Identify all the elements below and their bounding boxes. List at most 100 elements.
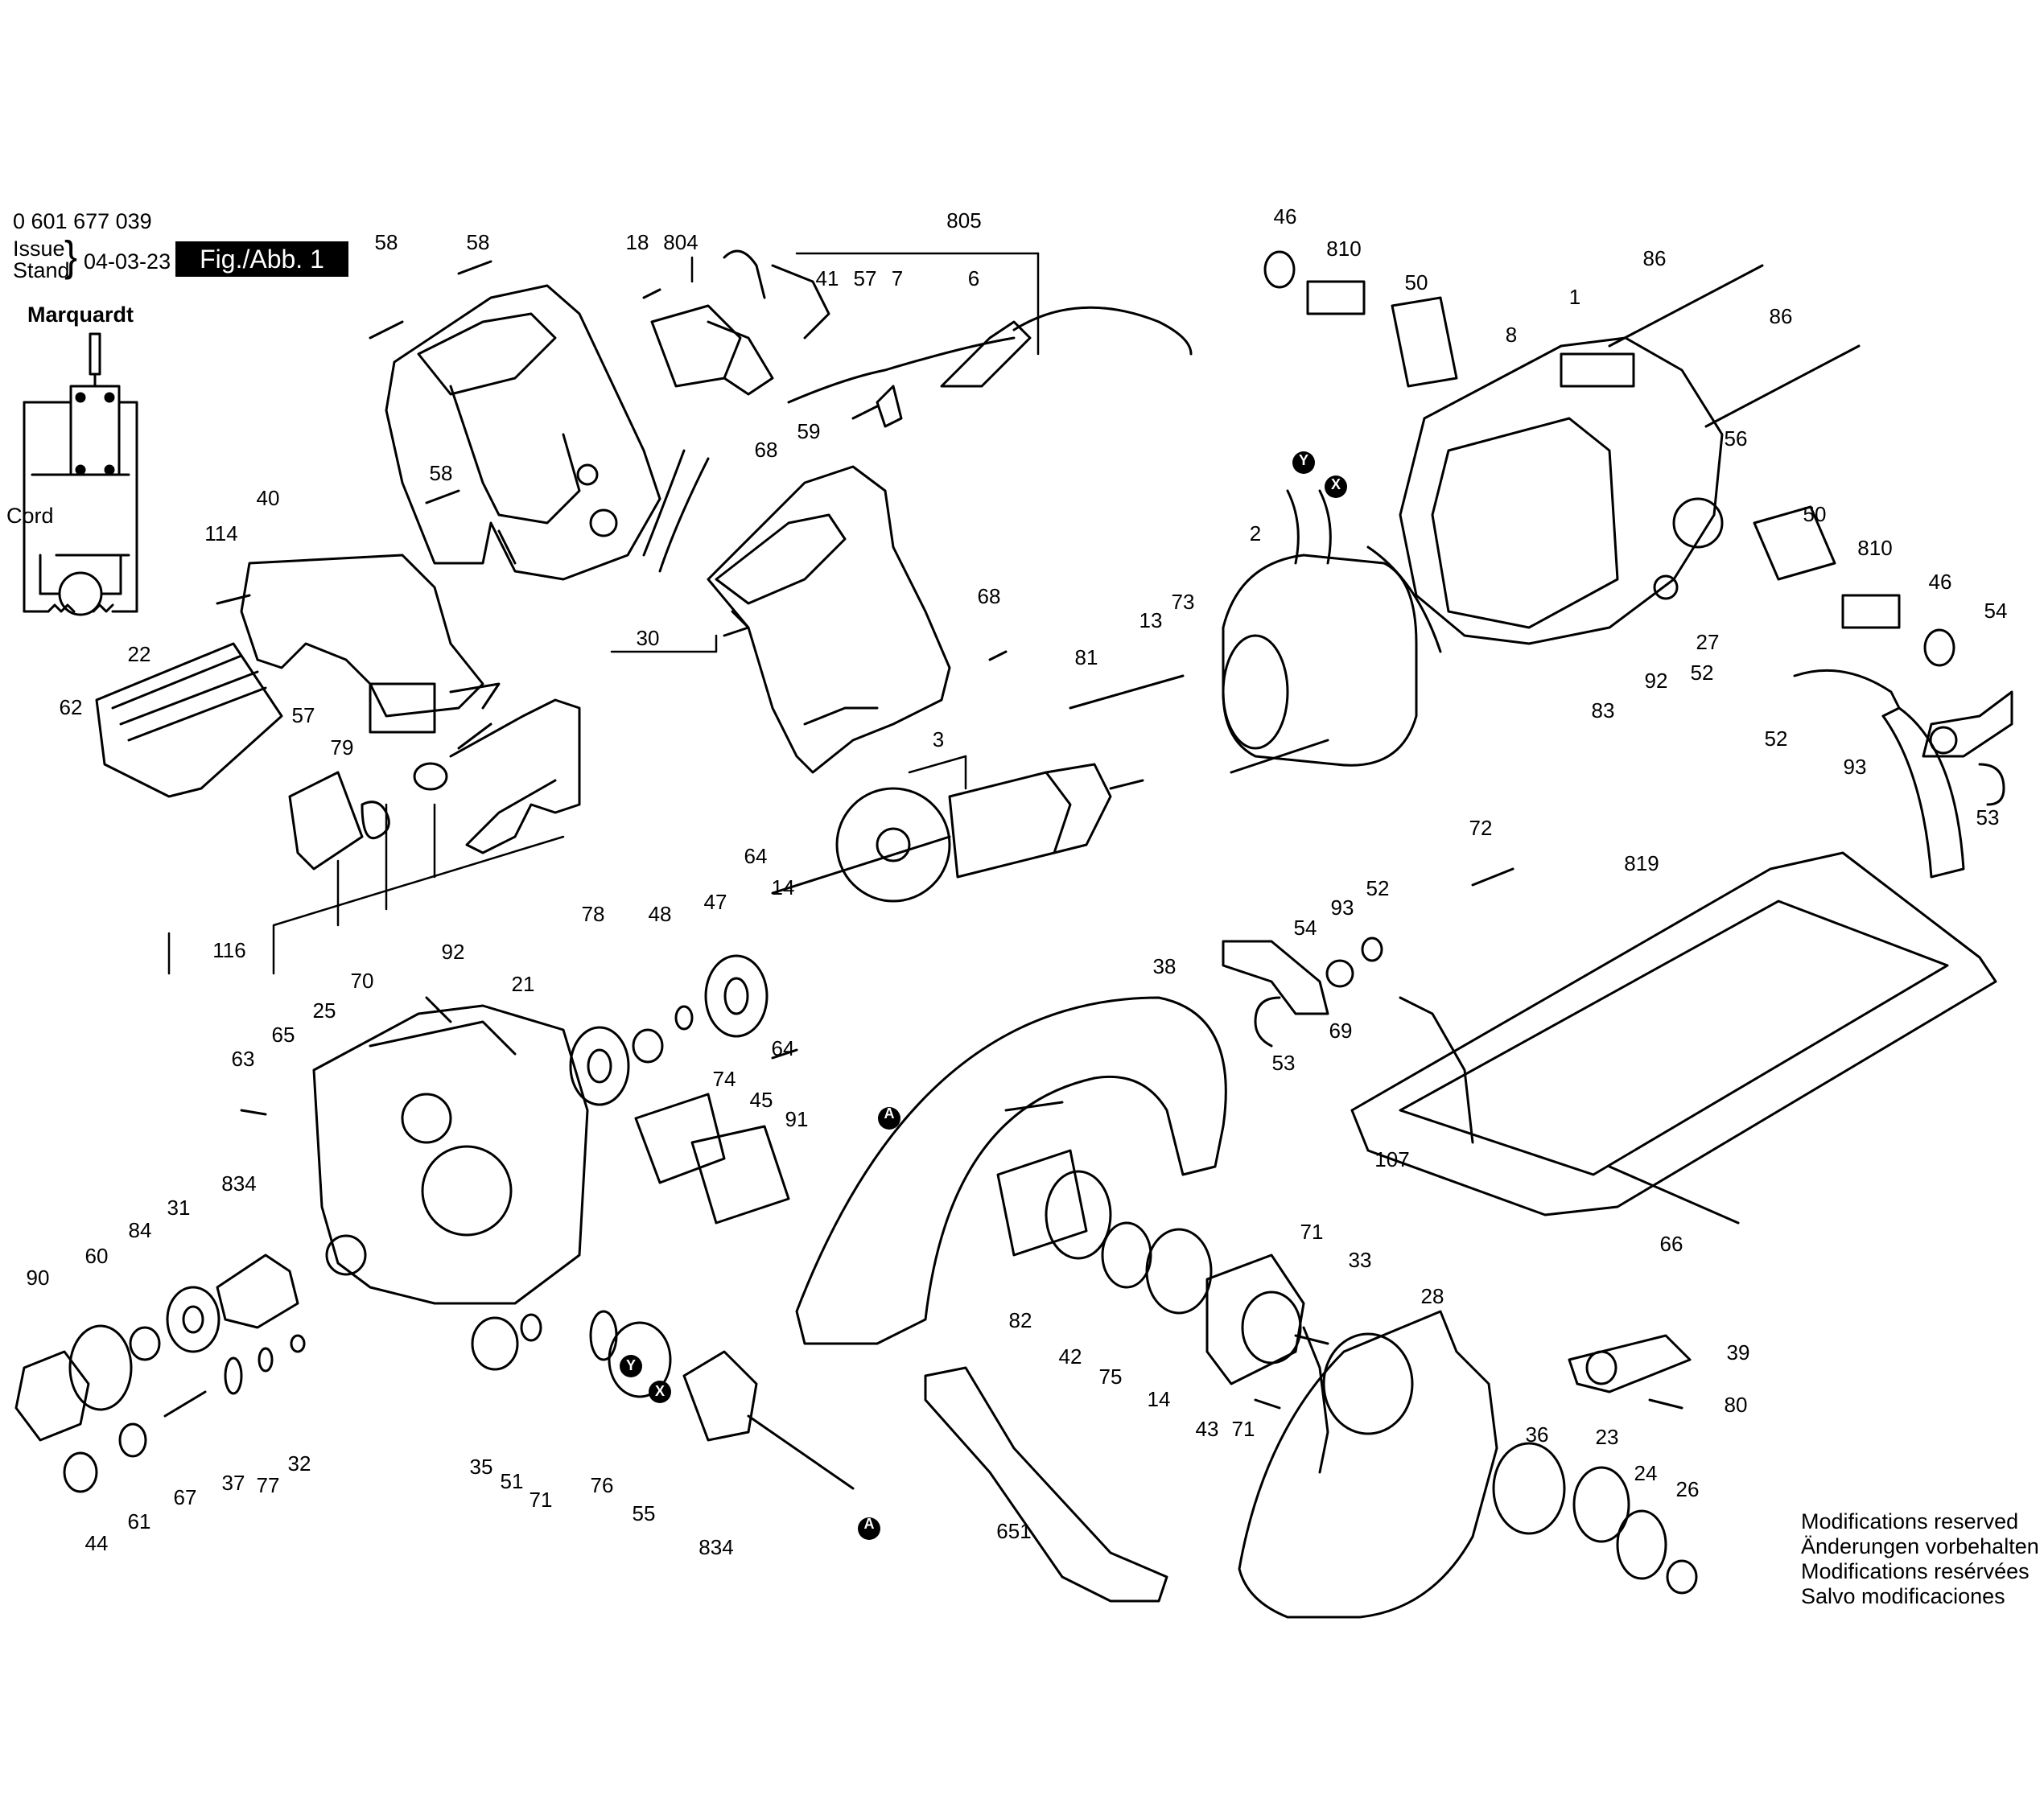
part-callout: 1 bbox=[1569, 285, 1580, 309]
armature bbox=[771, 763, 1144, 903]
guard-lever bbox=[1568, 1334, 1692, 1393]
switch-cover bbox=[95, 642, 283, 798]
part-callout: 90 bbox=[27, 1266, 50, 1290]
part-callout: 834 bbox=[221, 1171, 256, 1196]
part-callout: 64 bbox=[744, 844, 768, 868]
part-callout: 50 bbox=[1803, 502, 1827, 526]
part-callout: 55 bbox=[633, 1501, 656, 1525]
part-callout: 42 bbox=[1059, 1344, 1082, 1369]
connector-label: X bbox=[655, 1383, 665, 1399]
part-callout: 107 bbox=[1374, 1147, 1409, 1171]
part-callout: 69 bbox=[1329, 1019, 1353, 1043]
part-callout: 60 bbox=[85, 1244, 109, 1268]
part-callout: 91 bbox=[785, 1107, 809, 1131]
note-line: Salvo modificaciones bbox=[1801, 1584, 2005, 1608]
part-callout: 6 bbox=[968, 266, 979, 290]
part-callout: 78 bbox=[582, 902, 605, 926]
part-callout: 53 bbox=[1976, 805, 2000, 829]
connector-markers bbox=[620, 451, 1347, 1540]
handle-right-half bbox=[707, 465, 951, 774]
gear-housing bbox=[312, 1004, 589, 1305]
brush-holder-right bbox=[1753, 505, 1955, 667]
part-callout: 66 bbox=[1660, 1232, 1683, 1256]
part-number: 0 601 677 039 bbox=[13, 209, 152, 233]
part-callout: 51 bbox=[501, 1469, 524, 1493]
part-callout: 116 bbox=[212, 938, 245, 962]
issue-label: Issue Stand bbox=[13, 238, 70, 282]
part-callout: 58 bbox=[430, 461, 453, 485]
part-callout: 63 bbox=[232, 1047, 255, 1071]
spindle-parts-left bbox=[14, 1253, 855, 1493]
part-callout: 65 bbox=[272, 1023, 295, 1047]
part-callout: 84 bbox=[129, 1218, 152, 1242]
part-callout: 57 bbox=[292, 703, 315, 727]
issue-label-line1: Issue bbox=[13, 237, 65, 261]
issue-label-line2: Stand bbox=[13, 258, 70, 282]
part-callout: 23 bbox=[1596, 1425, 1619, 1449]
auxiliary-handle bbox=[240, 554, 501, 734]
part-callout: 57 bbox=[854, 266, 877, 290]
part-callout: 77 bbox=[257, 1473, 280, 1497]
part-callout: 79 bbox=[331, 735, 354, 759]
part-callout: 92 bbox=[442, 940, 465, 964]
part-callout: 53 bbox=[1272, 1051, 1296, 1075]
part-callout: 47 bbox=[704, 890, 727, 914]
part-callout: 39 bbox=[1727, 1340, 1750, 1365]
leader-lines bbox=[167, 252, 1040, 975]
part-callout: 82 bbox=[1009, 1308, 1032, 1332]
part-callout: 27 bbox=[1696, 630, 1720, 654]
upper-blade-guard bbox=[795, 996, 1227, 1345]
part-callout: 64 bbox=[772, 1036, 795, 1060]
note-line: Modifications resérvées bbox=[1801, 1559, 2030, 1583]
figure-label: Fig./Abb. 1 bbox=[175, 241, 348, 277]
part-callout: 80 bbox=[1725, 1393, 1748, 1417]
part-callout: 805 bbox=[946, 208, 981, 233]
part-callout: 40 bbox=[257, 486, 280, 510]
part-callout: 32 bbox=[288, 1451, 311, 1476]
blade-clamp-parts bbox=[1492, 1442, 1698, 1595]
part-callout: 93 bbox=[1331, 895, 1354, 920]
part-callout: 3 bbox=[933, 727, 944, 751]
part-callout: 33 bbox=[1349, 1248, 1372, 1272]
brake-assembly bbox=[634, 1093, 790, 1225]
wiring-schematic bbox=[23, 332, 138, 616]
part-callout: 46 bbox=[1929, 570, 1952, 594]
part-callout: 22 bbox=[128, 642, 151, 666]
switch-brand: Marquardt bbox=[27, 303, 134, 327]
part-callout: 52 bbox=[1366, 876, 1390, 900]
part-callout: 25 bbox=[313, 998, 336, 1023]
issue-brace: } bbox=[64, 233, 78, 281]
part-callout: 21 bbox=[512, 972, 535, 996]
lock-off-assembly bbox=[288, 698, 581, 871]
part-callout: 83 bbox=[1592, 698, 1615, 722]
part-callout: 37 bbox=[222, 1471, 245, 1495]
part-callout: 62 bbox=[60, 695, 83, 719]
depth-bracket bbox=[1922, 690, 2013, 806]
handle-left-half bbox=[385, 284, 661, 581]
part-callout: 31 bbox=[167, 1196, 191, 1220]
base-plate bbox=[1350, 669, 1997, 1216]
part-callout: 35 bbox=[470, 1455, 493, 1479]
part-callout: 67 bbox=[174, 1485, 197, 1509]
part-callout: 71 bbox=[1300, 1220, 1324, 1244]
part-callout: 68 bbox=[978, 584, 1001, 608]
part-callout: 651 bbox=[996, 1519, 1031, 1543]
part-callout: 30 bbox=[637, 626, 660, 650]
part-callout: 18 bbox=[626, 230, 649, 254]
part-callout: 46 bbox=[1274, 204, 1297, 228]
part-callout: 13 bbox=[1139, 608, 1163, 632]
part-callout: 28 bbox=[1421, 1284, 1444, 1308]
screws bbox=[216, 260, 1740, 1410]
connector-label: A bbox=[884, 1105, 895, 1122]
part-callout: 24 bbox=[1634, 1461, 1658, 1485]
part-callout: 52 bbox=[1691, 661, 1714, 685]
part-callout: 810 bbox=[1857, 536, 1892, 560]
part-callout: 81 bbox=[1075, 645, 1098, 669]
part-callout: 43 bbox=[1196, 1417, 1219, 1441]
bevel-bracket bbox=[1222, 936, 1383, 1048]
part-callout: 48 bbox=[649, 902, 672, 926]
part-callout: 819 bbox=[1624, 851, 1659, 875]
part-callout: 834 bbox=[699, 1535, 733, 1559]
